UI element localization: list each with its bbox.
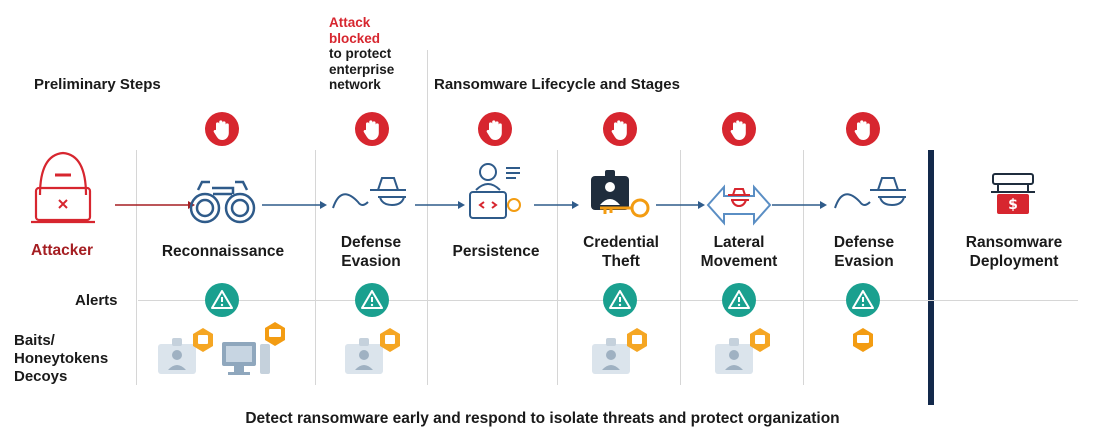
lateral-movement-icon: [706, 184, 772, 226]
stage-label: Theft: [602, 253, 640, 270]
stage-label: Movement: [700, 253, 778, 270]
baits-line: Decoys: [14, 368, 68, 385]
stage-label: Evasion: [341, 253, 401, 270]
monitor-hex-icon: [853, 328, 873, 352]
warning-icon: [603, 283, 637, 317]
stage-credential-theft: Credential Theft: [551, 233, 691, 271]
lifecycle-flow: [31, 151, 906, 226]
stage-persistence: Persistence: [426, 242, 566, 261]
spy-icon: [332, 177, 406, 209]
note-line-2: blocked: [329, 30, 381, 46]
developer-icon: [469, 163, 521, 219]
separator: [557, 150, 558, 385]
deployment-divider: [928, 150, 934, 405]
stage-label: Credential: [583, 234, 659, 251]
stage-lateral-movement: Lateral Movement: [669, 233, 809, 271]
stop-hand-icon: [846, 112, 880, 146]
separator: [315, 150, 316, 385]
badge-hex-icon: [380, 328, 400, 352]
warning-icon: [355, 283, 389, 317]
warning-icon: [205, 283, 239, 317]
id-card-decoy-icon: [592, 338, 630, 374]
badge-hex-icon: [627, 328, 647, 352]
separator: [136, 150, 137, 385]
stage-defense-evasion: Defense Evasion: [301, 233, 441, 271]
monitor-hex-icon: [265, 322, 285, 346]
lifecycle-heading: Ransomware Lifecycle and Stages: [434, 76, 680, 93]
stage-label: Ransomware: [965, 234, 1063, 251]
id-card-decoy-icon: [715, 338, 753, 374]
stop-hand-icon: [722, 112, 756, 146]
note-line-4: enterprise: [329, 61, 395, 77]
stage-ransomware-deployment: Ransomware Deployment: [944, 233, 1084, 271]
binoculars-icon: [189, 180, 256, 224]
baits-heading: Baits/ Honeytokens Decoys: [14, 332, 108, 386]
note-line-1: Attack: [329, 15, 371, 30]
attack-blocked-note: Attack blocked to protect enterprise net…: [329, 15, 394, 93]
warning-icon: [722, 283, 756, 317]
attacker-label: Attacker: [31, 242, 94, 259]
baits-line: Honeytokens: [14, 350, 109, 367]
stage-label: Persistence: [452, 243, 540, 260]
badge-hex-icon: [750, 328, 770, 352]
decoys-row: [158, 322, 873, 375]
note-line-5: network: [329, 77, 381, 92]
separator: [803, 150, 804, 385]
note-line-3: to protect: [329, 46, 392, 61]
stop-hand-icon: [478, 112, 512, 146]
separator: [427, 50, 428, 155]
preliminary-heading: Preliminary Steps: [34, 76, 161, 93]
stop-hand-icon: [355, 112, 389, 146]
stage-defense-evasion-2: Defense Evasion: [794, 233, 934, 271]
id-card-decoy-icon: [345, 338, 383, 374]
badge-hex-icon: [193, 328, 213, 352]
svg-text:$: $: [1008, 197, 1018, 213]
alerts-heading: Alerts: [75, 292, 118, 309]
stage-label: Defense: [833, 234, 895, 251]
stop-hand-icon: [205, 112, 239, 146]
id-badge-key-icon: [591, 170, 650, 218]
stage-label: Evasion: [834, 253, 894, 270]
stage-reconnaissance: Reconnaissance: [153, 242, 293, 261]
stop-hand-icon: [603, 112, 637, 146]
computer-decoy-icon: [222, 342, 270, 375]
stage-label: Defense: [340, 234, 402, 251]
id-card-decoy-icon: [158, 338, 196, 374]
footer-text: Detect ransomware early and respond to i…: [245, 410, 840, 427]
separator: [680, 150, 681, 385]
baits-line: Baits/: [14, 332, 55, 349]
spy-icon: [834, 177, 906, 209]
warning-icon: [846, 283, 880, 317]
stage-label: Reconnaissance: [161, 243, 285, 260]
stage-label: Deployment: [969, 253, 1059, 270]
separator: [427, 150, 428, 385]
hacker-icon: [31, 151, 95, 224]
ransomware-server-icon: $: [991, 173, 1035, 214]
stage-label: Lateral: [713, 234, 765, 251]
